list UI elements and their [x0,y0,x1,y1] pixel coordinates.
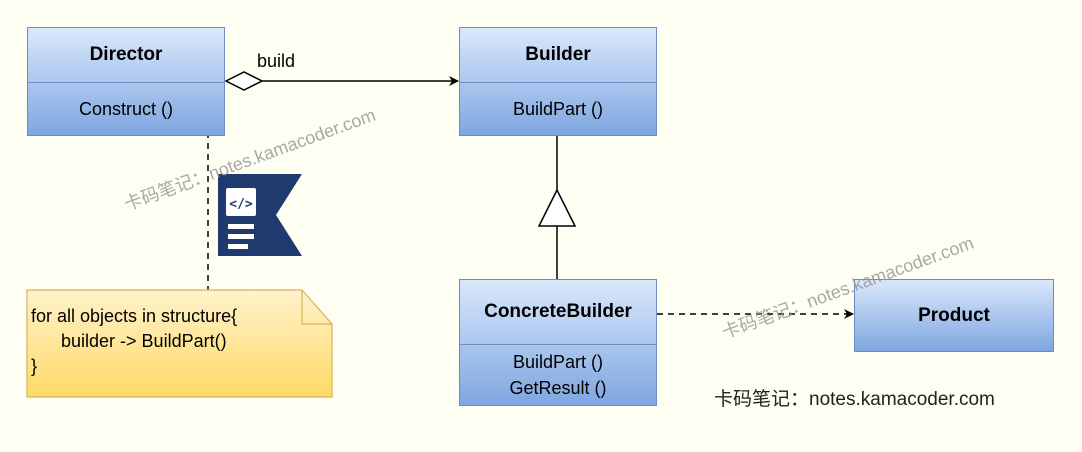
director-class-name: Director [89,44,163,65]
kamacoder-logo-icon: </> [218,174,302,256]
concrete-builder-class[interactable]: ConcreteBuilder BuildPart () GetResult (… [459,279,657,406]
concrete-builder-operations: BuildPart () GetResult () [460,345,656,405]
builder-class[interactable]: Builder BuildPart () [459,27,657,136]
concrete-builder-class-name: ConcreteBuilder [484,301,632,322]
aggregation-label: build [257,51,296,71]
note-line: for all objects in structure{ [31,306,238,326]
getresult-operation: GetResult () [509,378,607,398]
note-line: } [31,356,38,376]
note-line: builder -> BuildPart() [31,331,227,351]
product-class[interactable]: Product [854,279,1054,352]
buildpart-operation: BuildPart () [512,352,604,372]
note-shape [26,289,333,398]
note-text: for all objects in structure{ builder ->… [31,304,237,379]
director-class[interactable]: Director Construct () [27,27,225,136]
footer-credit: 卡码笔记：notes.kamacoder.com [714,389,995,410]
inheritance-triangle [537,188,577,227]
buildpart-operation: BuildPart () [512,99,604,119]
aggregation-edge [224,71,459,91]
aggregation-diamond [224,71,264,91]
svg-text:</>: </> [229,197,253,212]
builder-operations: BuildPart () [460,83,656,135]
product-class-name: Product [918,304,990,326]
director-operations: Construct () [28,83,224,135]
builder-class-name: Builder [525,44,591,65]
generalization-edge [537,136,577,279]
construct-operation: Construct () [78,99,174,119]
